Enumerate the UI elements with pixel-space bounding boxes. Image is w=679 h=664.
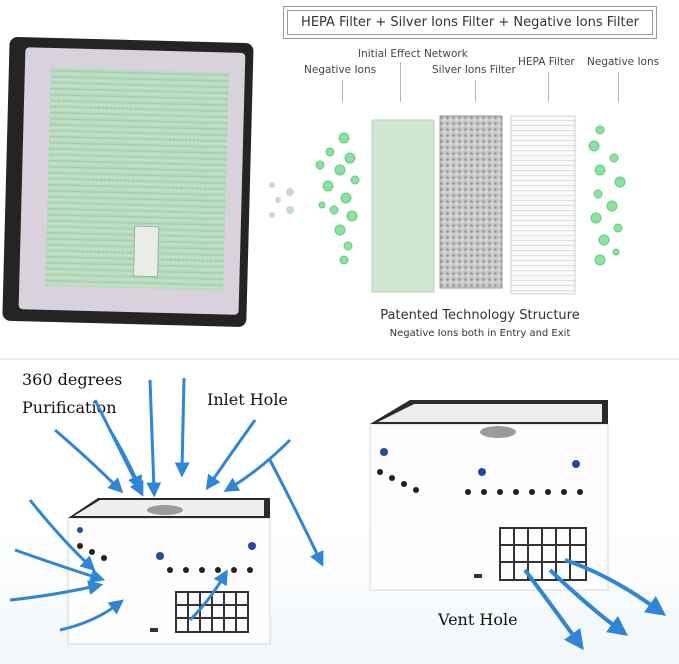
structure-subtitle: Negative Ions both in Entry and Exit bbox=[389, 328, 571, 339]
purification-label-line1: 360 degrees bbox=[22, 370, 123, 389]
label-initial-effect-network: Initial Effect Network bbox=[358, 48, 468, 60]
purifier-top-plate bbox=[378, 404, 602, 422]
left-purifier-image bbox=[9, 377, 324, 645]
initial-effect-network-layer bbox=[371, 119, 435, 293]
filter-combo-title: HEPA Filter + Silver Ions Filter + Negat… bbox=[283, 6, 657, 39]
label-hepa-filter: HEPA Filter bbox=[518, 56, 575, 68]
label-negative-ions-right: Negative Ions bbox=[587, 56, 660, 68]
bottom-grille bbox=[175, 591, 249, 633]
filter-cartridge-image bbox=[2, 37, 254, 327]
pointer-line bbox=[400, 62, 401, 102]
pointer-line bbox=[618, 72, 619, 102]
purifier-top-knob bbox=[480, 426, 516, 438]
purification-label-line2: Purification bbox=[22, 398, 117, 417]
negative-ions-left-icon bbox=[315, 132, 360, 265]
pointer-line bbox=[475, 80, 476, 102]
negative-ions-right-icon bbox=[588, 125, 626, 266]
inlet-hole-label: Inlet Hole bbox=[207, 390, 288, 409]
right-purifier-image bbox=[369, 400, 667, 651]
label-silver-ions-filter: Silver Ions Filter bbox=[432, 64, 516, 76]
label-negative-ions-left: Negative Ions bbox=[304, 64, 377, 76]
usb-port-icon bbox=[150, 628, 158, 632]
filter-media bbox=[45, 67, 229, 291]
blue-flower-decoration bbox=[77, 527, 256, 560]
purifier-body bbox=[369, 423, 609, 591]
purifier-top-knob bbox=[147, 505, 183, 515]
exploded-layers-diagram bbox=[269, 115, 626, 295]
hepa-filter-layer bbox=[510, 115, 576, 295]
pull-tab bbox=[132, 225, 160, 278]
air-vent-arrows bbox=[523, 558, 667, 651]
purifier-body bbox=[67, 517, 271, 645]
bottom-grille bbox=[499, 527, 587, 581]
vent-hole-label: Vent Hole bbox=[438, 610, 518, 629]
air-inflow-icon bbox=[269, 182, 294, 218]
usb-port-icon bbox=[474, 574, 482, 578]
pointer-line bbox=[548, 72, 549, 102]
structure-title: Patented Technology Structure bbox=[380, 308, 580, 323]
side-holes bbox=[377, 469, 583, 495]
air-inflow-arrows bbox=[9, 377, 324, 632]
silver-ions-filter-layer bbox=[439, 115, 503, 289]
pointer-line bbox=[342, 80, 343, 102]
section-divider bbox=[0, 358, 679, 360]
blue-flower-decoration bbox=[380, 448, 580, 476]
